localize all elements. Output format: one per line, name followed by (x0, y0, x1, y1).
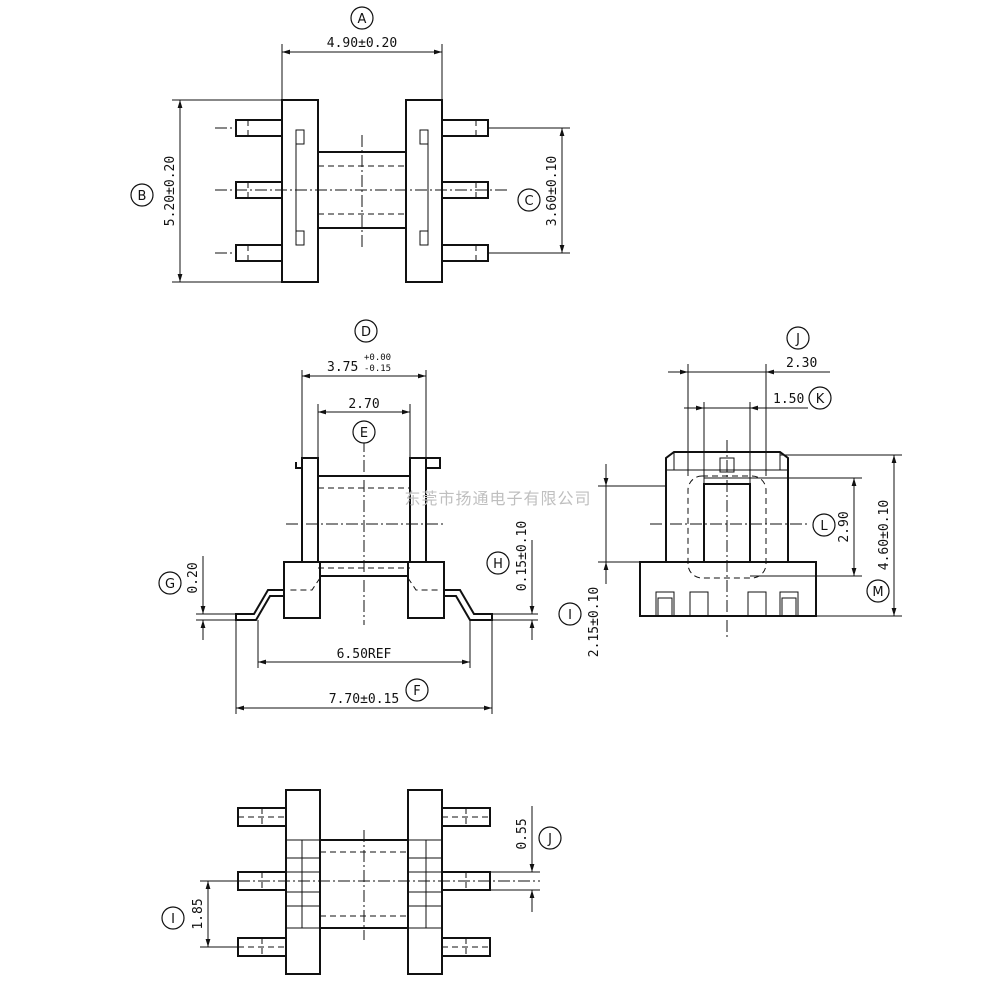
left-flange (281, 99, 319, 283)
dim-m-value: 4.60±0.10 (877, 500, 892, 570)
dim-a-value: 4.90±0.20 (327, 36, 397, 51)
callout-a-label: A (358, 12, 367, 27)
dim-j-side-value: 2.30 (786, 356, 817, 371)
callout-i-side (558, 602, 582, 626)
callout-a (350, 6, 374, 30)
callout-d (354, 319, 378, 343)
bottom-right-flange (407, 789, 443, 975)
side-base (639, 561, 817, 617)
dim-b-value: 5.20±0.20 (163, 156, 178, 226)
callout-k (808, 386, 832, 410)
dim-e-value: 2.70 (348, 397, 379, 412)
front-left-flange (301, 457, 319, 563)
front-right-flange (409, 457, 427, 563)
callout-e-label: E (360, 426, 368, 441)
dim-d-lower: -0.15 (364, 364, 391, 374)
callout-j-bottom-label: J (547, 832, 552, 847)
callout-g-label: G (165, 577, 175, 592)
callout-f-label: F (413, 684, 420, 699)
callout-e (352, 420, 376, 444)
top-view: 4.90±0.20 A 5.20±0.20 B 3.60±0.10 C (130, 6, 570, 283)
callout-h (486, 551, 510, 575)
callout-h-label: H (493, 557, 503, 572)
dim-c-value: 3.60±0.10 (545, 156, 560, 226)
callout-j-bottom (538, 826, 562, 850)
callout-b (130, 183, 154, 207)
right-flange (405, 99, 443, 283)
callout-g (158, 571, 182, 595)
callout-i-bottom-label: I (171, 912, 175, 927)
callout-j-side-label: J (795, 332, 800, 347)
left-lead (235, 589, 284, 621)
callout-j-side (786, 326, 810, 350)
callout-i-bottom (161, 906, 185, 930)
side-view: 2.30 J 1.50 K 2.90 L 4.60±0.10 M 2.15±0.… (558, 326, 902, 657)
dim-j-bottom-value: 0.55 (515, 818, 530, 849)
callout-k-label: K (816, 392, 825, 407)
dim-d-upper: +0.00 (364, 353, 391, 363)
bottom-view: 0.55 J 1.85 I (161, 789, 562, 975)
callout-m (866, 579, 890, 603)
watermark-text: 东莞市扬通电子有限公司 (404, 489, 591, 508)
callout-l (812, 513, 836, 537)
dim-g-value: 0.20 (186, 562, 201, 593)
dim-d-value: 3.75 (327, 360, 358, 375)
dim-l-value: 2.90 (837, 511, 852, 542)
callout-d-label: D (361, 325, 371, 340)
bottom-left-flange (285, 789, 321, 975)
callout-b-label: B (138, 189, 147, 204)
front-view: 3.75 +0.00 -0.15 D 2.70 E 0.20 G 0.15±0.… (158, 319, 538, 714)
dim-ref-value: 6.50REF (337, 647, 392, 662)
dim-k-value: 1.50 (773, 392, 804, 407)
dim-f-value: 7.70±0.15 (329, 692, 399, 707)
dim-h-value: 0.15±0.10 (515, 521, 530, 591)
bottom-pins-right (441, 807, 491, 957)
callout-l-label: L (820, 519, 828, 534)
dim-i-side-value: 2.15±0.10 (587, 587, 602, 657)
dim-i-bottom-value: 1.85 (191, 898, 206, 929)
right-lead (444, 589, 493, 621)
callout-m-label: M (872, 585, 883, 600)
callout-i-side-label: I (568, 608, 572, 623)
callout-f (405, 678, 429, 702)
callout-c-label: C (524, 194, 533, 209)
callout-c (517, 188, 541, 212)
bottom-pins-left (237, 807, 287, 957)
